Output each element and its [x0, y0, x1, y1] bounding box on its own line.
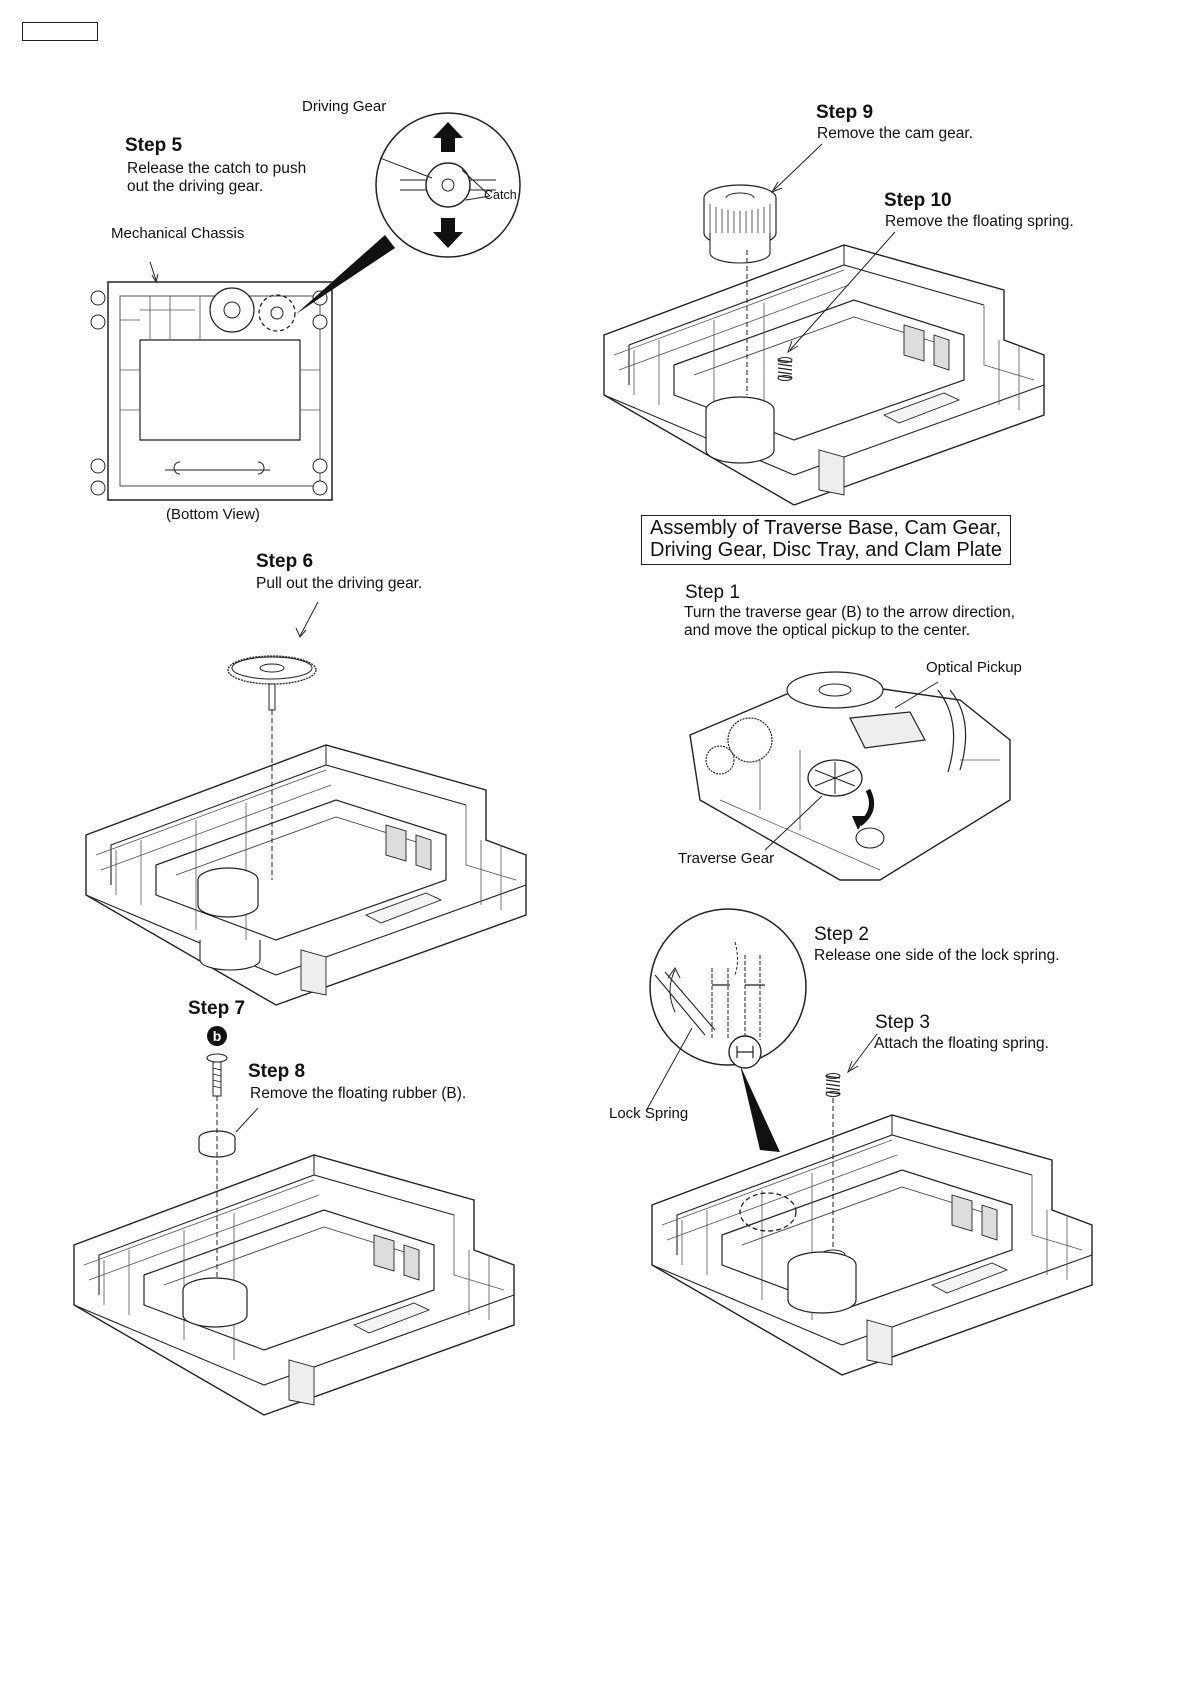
catch-label: Catch	[484, 188, 517, 202]
step2-tray-with-lock-spring	[646, 909, 1093, 1376]
step9-tray-with-cam-gear	[603, 144, 1045, 506]
step6-desc: Pull out the driving gear.	[256, 575, 423, 592]
step6-tray-with-gear	[85, 602, 527, 1006]
step5-desc-line1: Release the catch to push	[127, 160, 307, 177]
assembly-section-title: Assembly of Traverse Base, Cam Gear, Dri…	[641, 515, 1011, 566]
step3-title: Step 3	[875, 1012, 930, 1033]
mechanical-chassis-label: Mechanical Chassis	[111, 225, 245, 242]
step2-desc: Release one side of the lock spring.	[814, 947, 1060, 964]
screw-b-marker-icon: b	[207, 1026, 227, 1046]
step1-desc-line1: Turn the traverse gear (B) to the arrow …	[684, 604, 1016, 621]
step1-optical-pickup-assembly	[690, 672, 1010, 880]
driving-gear-label: Driving Gear	[302, 98, 387, 115]
traverse-gear-label: Traverse Gear	[678, 850, 775, 867]
step1-title: Step 1	[685, 582, 740, 603]
step1-desc-line2: and move the optical pickup to the cente…	[684, 622, 971, 639]
catch-detail-magnifier	[296, 113, 520, 314]
step8-desc: Remove the floating rubber (B).	[250, 1085, 467, 1102]
step7-title: Step 7	[188, 998, 246, 1019]
step8-tray-with-rubber	[73, 1054, 515, 1416]
bottom-view-label: (Bottom View)	[166, 506, 260, 523]
assembly-title-line2: Driving Gear, Disc Tray, and Clam Plate	[650, 538, 1002, 561]
page-number-box	[22, 22, 98, 41]
assembly-title-line1: Assembly of Traverse Base, Cam Gear,	[650, 517, 1002, 539]
step2-title: Step 2	[814, 924, 869, 945]
step10-desc: Remove the floating spring.	[885, 213, 1074, 230]
mechanical-chassis-bottom-view	[91, 262, 332, 500]
step9-title: Step 9	[816, 102, 874, 123]
optical-pickup-label: Optical Pickup	[926, 659, 1022, 676]
step5-title: Step 5	[125, 135, 183, 156]
lock-spring-label: Lock Spring	[609, 1105, 689, 1122]
step5-desc-line2: out the driving gear.	[127, 178, 264, 195]
step8-title: Step 8	[248, 1061, 306, 1082]
step6-title: Step 6	[256, 551, 314, 572]
step9-desc: Remove the cam gear.	[817, 125, 973, 142]
step3-desc: Attach the floating spring.	[874, 1035, 1049, 1052]
step10-title: Step 10	[884, 190, 952, 211]
